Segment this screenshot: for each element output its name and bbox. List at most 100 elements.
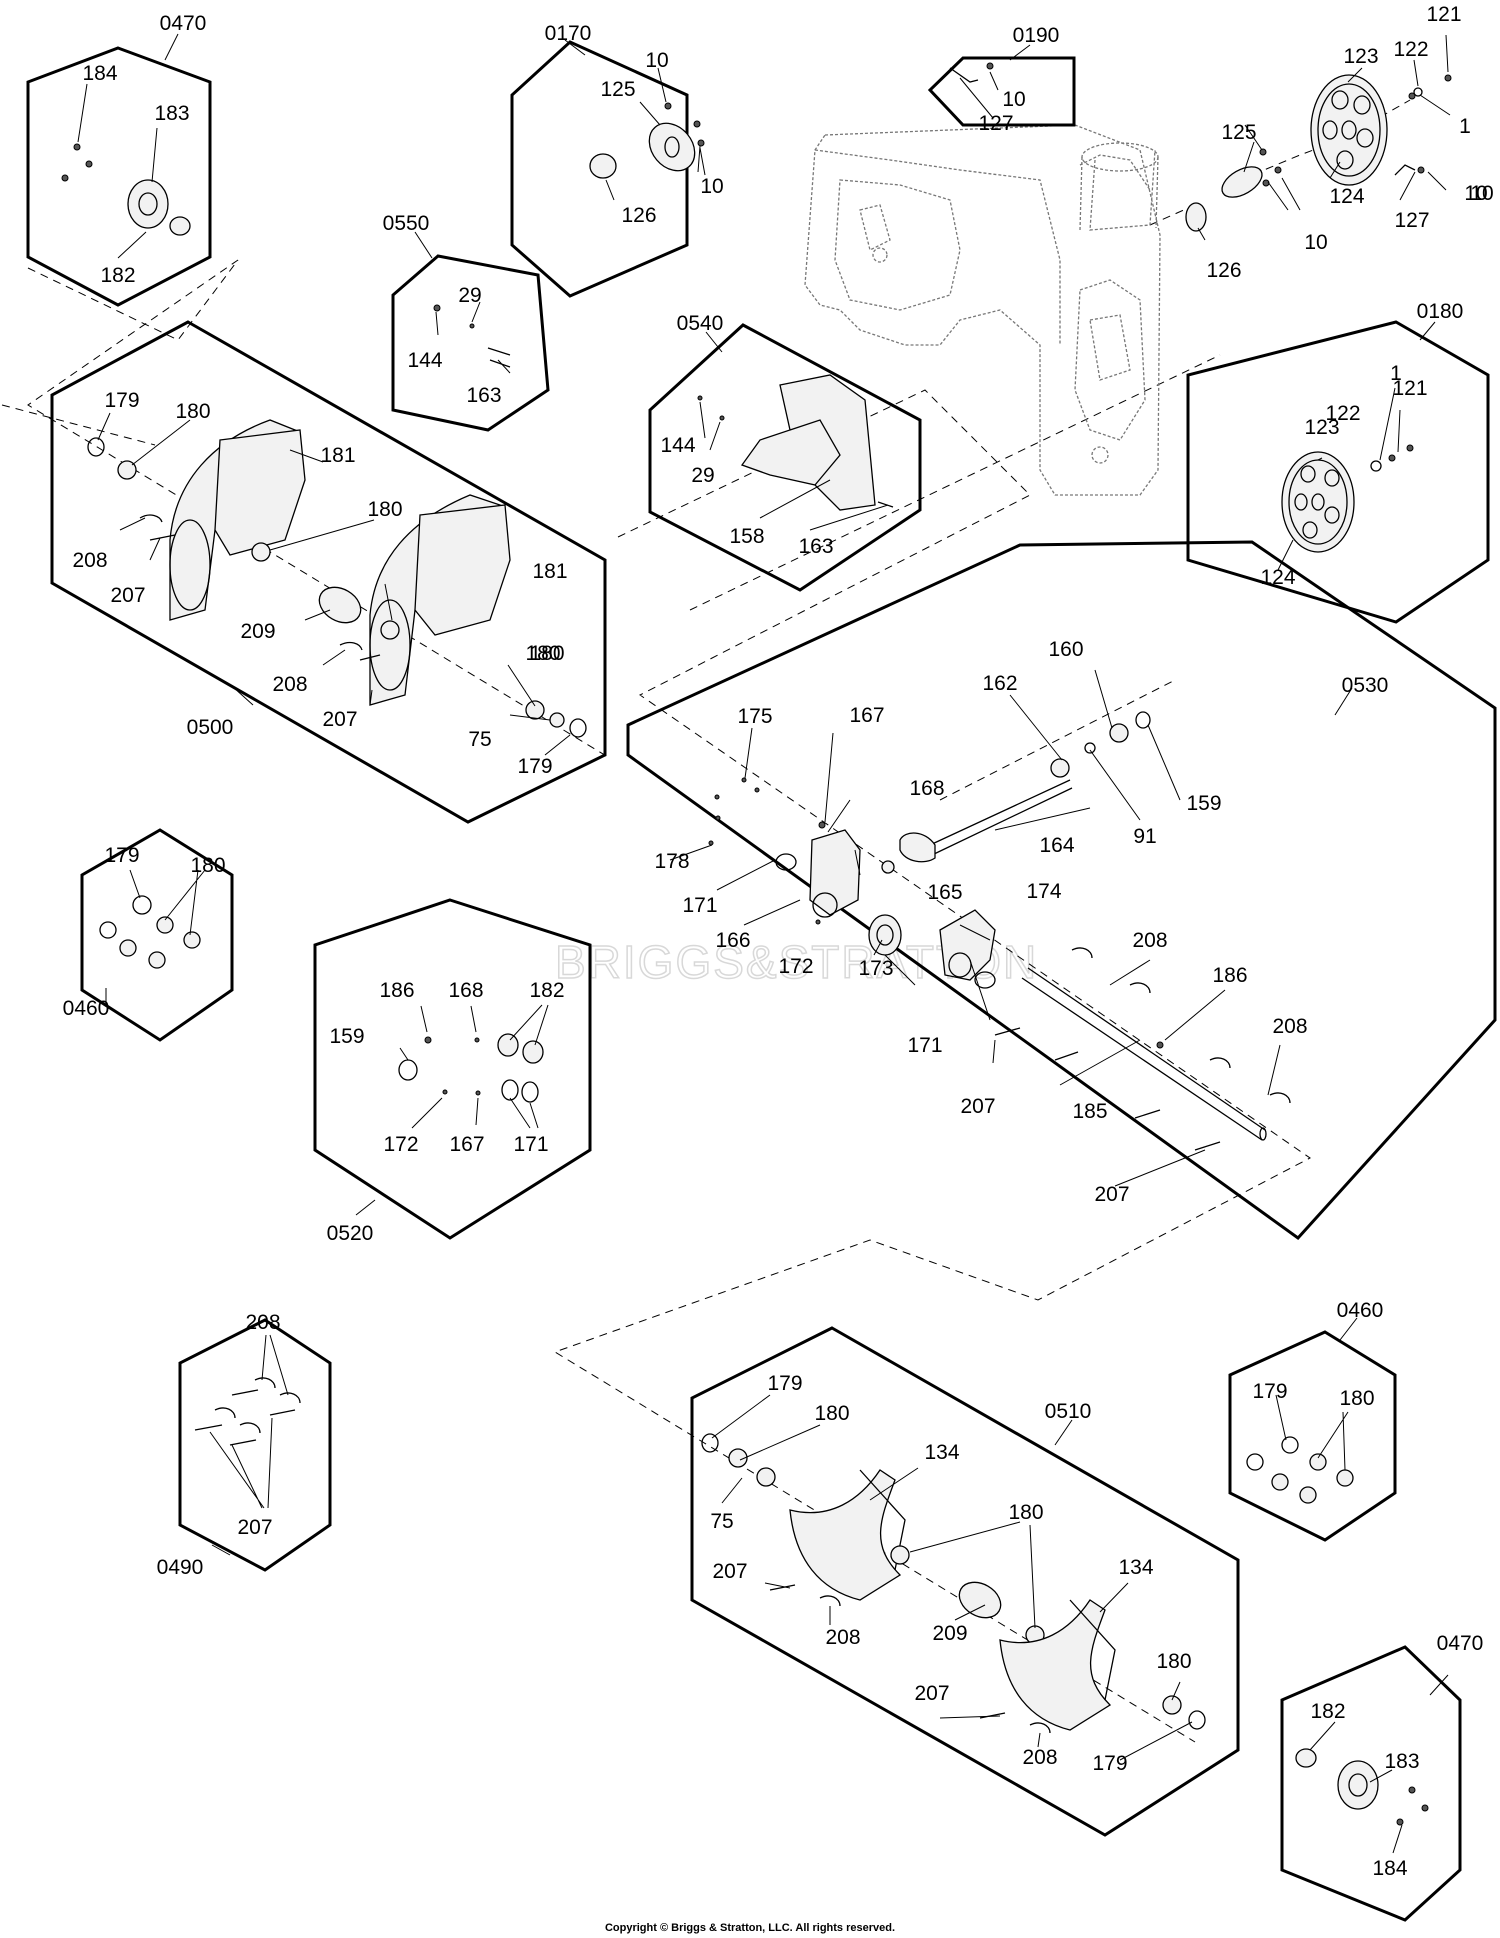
kit-0470-outline: [26, 46, 212, 307]
part-callout-75: 75: [710, 1510, 733, 1533]
part-callout-180: 180: [1008, 1501, 1043, 1524]
part-callout-207: 207: [237, 1516, 272, 1539]
part-callout-125: 125: [1221, 121, 1256, 144]
part-callout-207: 207: [110, 584, 145, 607]
part-callout-1: 1: [1390, 362, 1402, 385]
part-callout-163: 163: [466, 384, 501, 407]
part-callout-207: 207: [914, 1682, 949, 1705]
kit-label-0460: 0460: [63, 997, 110, 1020]
part-callout-171: 171: [513, 1133, 548, 1156]
part-callout-181: 181: [532, 560, 567, 583]
part-callout-180: 180: [1156, 1650, 1191, 1673]
part-callout-209: 209: [932, 1622, 967, 1645]
kit-0460-parts: [99, 895, 201, 969]
part-callout-172: 172: [778, 955, 813, 978]
part-callout-166: 166: [715, 929, 750, 952]
part-callout-162: 162: [982, 672, 1017, 695]
kit-label-0180: 0180: [1417, 300, 1464, 323]
part-callout-181: 181: [320, 444, 355, 467]
kit-label-0530: 0530: [1342, 674, 1389, 697]
kit-label-0470: 0470: [160, 12, 207, 35]
part-callout-208: 208: [825, 1626, 860, 1649]
part-callout-126: 126: [1206, 259, 1241, 282]
kit-label-0540: 0540: [677, 312, 724, 335]
part-callout-134: 134: [1118, 1556, 1153, 1579]
part-callout-180: 180: [190, 854, 225, 877]
part-callout-179: 179: [1092, 1752, 1127, 1775]
part-callout-183: 183: [154, 102, 189, 125]
assembly-guide-lines: [1, 99, 1411, 1743]
part-callout-163: 163: [798, 535, 833, 558]
part-callout-168: 168: [448, 979, 483, 1002]
part-callout-29: 29: [458, 284, 481, 307]
kit-0550-outline: [391, 254, 550, 432]
kit-0190-outline: [927, 56, 1076, 127]
kit-label-0490: 0490: [157, 1556, 204, 1579]
kit-label-0520: 0520: [327, 1222, 374, 1245]
part-callout-207: 207: [1094, 1183, 1129, 1206]
part-callout-159: 159: [1186, 792, 1221, 815]
part-callout-180: 180: [175, 400, 210, 423]
part-callout-207: 207: [960, 1095, 995, 1118]
kit-label-leaders: [105, 33, 1449, 1696]
copyright-notice: Copyright © Briggs & Stratton, LLC. All …: [604, 1922, 896, 1934]
part-callout-123: 123: [1343, 45, 1378, 68]
part-callout-208: 208: [272, 673, 307, 696]
part-callout-182: 182: [100, 264, 135, 287]
part-callout-175: 175: [737, 705, 772, 728]
kit-label-0500: 0500: [187, 716, 234, 739]
kit-label-0170: 0170: [545, 22, 592, 45]
part-callout-127: 127: [978, 112, 1013, 135]
part-callout-126: 126: [621, 204, 656, 227]
kit-label-0190: 0190: [1013, 24, 1060, 47]
part-callout-121: 121: [1426, 3, 1461, 26]
kit-0180-parts: [1281, 444, 1414, 553]
kit-label-0460: 0460: [1337, 1299, 1384, 1322]
part-callout-208: 208: [245, 1311, 280, 1334]
part-callout-121: 121: [1392, 377, 1427, 400]
part-callout-91: 91: [1133, 825, 1156, 848]
part-callout-186: 186: [1212, 964, 1247, 987]
kit-0530-outline: [626, 540, 1497, 1241]
part-callout-144: 144: [407, 349, 442, 372]
part-callout-164: 164: [1039, 834, 1074, 857]
part-callout-208: 208: [1022, 1746, 1057, 1769]
part-callout-10: 10: [1464, 182, 1487, 205]
kit-0550-parts: [433, 304, 511, 368]
part-callout-207: 207: [322, 708, 357, 731]
part-callout-144: 144: [660, 434, 695, 457]
part-callout-10: 10: [1470, 182, 1493, 205]
kit-0460-outline-2: [1228, 1330, 1397, 1542]
part-callout-182: 182: [1310, 1700, 1345, 1723]
part-callout-173: 173: [858, 957, 893, 980]
part-callout-184: 184: [82, 62, 117, 85]
part-callout-167: 167: [849, 704, 884, 727]
callout-leaders: [77, 34, 1451, 1854]
part-callout-124: 124: [1329, 185, 1364, 208]
kit-0510-outline: [690, 1326, 1240, 1837]
auger-housing: [804, 124, 1161, 496]
part-callout-172: 172: [383, 1133, 418, 1156]
part-callout-123: 123: [1304, 416, 1339, 439]
part-callout-180: 180: [814, 1402, 849, 1425]
part-callout-182: 182: [529, 979, 564, 1002]
part-callout-10: 10: [1002, 88, 1025, 111]
part-callout-207: 207: [712, 1560, 747, 1583]
kit-0510-parts: [701, 1433, 1206, 1734]
part-callout-209: 209: [240, 620, 275, 643]
kit-0460-outline: [80, 828, 234, 1042]
part-callout-124: 124: [1260, 566, 1295, 589]
part-callout-165: 165: [927, 881, 962, 904]
part-callout-179: 179: [517, 755, 552, 778]
kit-0460-parts-2: [1246, 1436, 1354, 1504]
part-callout-159: 159: [329, 1025, 364, 1048]
kit-0520-outline: [313, 898, 592, 1240]
part-callout-180: 180: [1339, 1387, 1374, 1410]
part-callout-10: 10: [700, 175, 723, 198]
part-callout-185: 185: [1072, 1100, 1107, 1123]
kit-0490-outline: [178, 1318, 332, 1572]
part-callout-127: 127: [1394, 209, 1429, 232]
part-callout-167: 167: [449, 1133, 484, 1156]
